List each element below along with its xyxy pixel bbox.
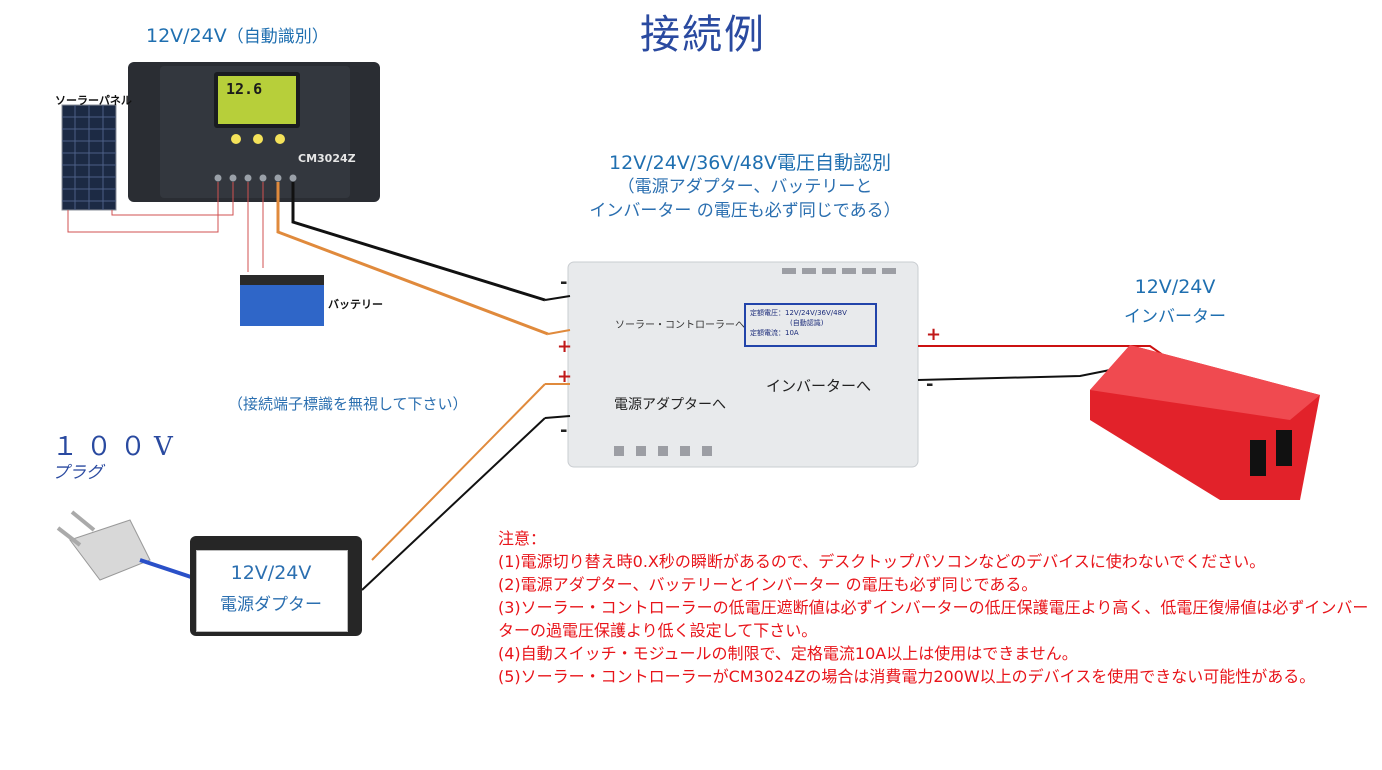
solar-controller <box>128 62 380 202</box>
spec-line: 定額電圧：12V/24V/36V/48V <box>750 309 847 317</box>
controller-auto-label: （自動識別） <box>226 27 329 47</box>
caution-notes: 注意： (1)電源切り替え時0.X秒の瞬断があるので、デスクトップパソコンなどの… <box>498 527 1378 688</box>
note-item: (3)ソーラー・コントローラーの低電圧遮断値は必ずインバーターの低圧保護電圧より… <box>498 598 1369 640</box>
module-note-line: （電源アダプター、バッテリーと <box>617 177 873 197</box>
adapter-label-card <box>196 550 348 632</box>
plug-label: プラグ <box>52 463 103 483</box>
plug-voltage: １００V <box>52 432 181 462</box>
module-inverter-label: インバーターへ <box>766 377 872 395</box>
terminal-plus: + <box>926 324 942 345</box>
solar-panel-label: ソーラーパネル <box>55 94 132 107</box>
controller-voltage: 12V/24V <box>146 25 227 47</box>
controller-voltage-label: 12V/24V（自動識別） <box>146 22 329 47</box>
inverter <box>1090 345 1320 500</box>
adapter-label: 電源ダプター <box>220 595 322 615</box>
module-title: 12V/24V/36V/48V電圧自動認別 <box>609 152 891 174</box>
terminal-minus: - <box>560 272 568 293</box>
note-item: (4)自動スイッチ・モジュールの制限で、定格電流10A以上は使用はできません。 <box>498 644 1078 663</box>
module-spec-box: 定額電圧：12V/24V/36V/48V (自動認識) 定額電流：10A <box>744 303 877 347</box>
terminal-minus: - <box>560 420 568 441</box>
module-note-line: インバーター の電圧も必ず同じである） <box>589 201 901 221</box>
solar-panel <box>61 104 117 211</box>
battery-label: バッテリー <box>328 298 383 311</box>
terminal-minus: - <box>926 374 934 395</box>
module-note: （電源アダプター、バッテリーと インバーター の電圧も必ず同じである） <box>520 175 970 223</box>
module-left-label: ソーラー・コントローラーへ <box>615 320 745 331</box>
auto-switch-module <box>567 261 919 468</box>
inverter-label: インバーター <box>1124 307 1226 327</box>
spec-line: 定額電流：10A <box>750 329 799 337</box>
battery <box>240 275 324 326</box>
ignore-terminal-note: （接続端子標識を無視して下さい） <box>228 395 468 413</box>
note-item: (1)電源切り替え時0.X秒の瞬断があるので、デスクトップパソコンなどのデバイス… <box>498 552 1266 571</box>
page-title: 接続例 <box>640 12 766 58</box>
inverter-voltage: 12V/24V <box>1134 276 1216 298</box>
controller-model: CM3024Z <box>298 152 356 165</box>
adapter-voltage: 12V/24V <box>230 562 312 584</box>
module-adapter-label: 電源アダプターへ <box>614 397 726 413</box>
power-plug <box>56 510 201 582</box>
notes-heading: 注意： <box>498 529 547 548</box>
note-item: (2)電源アダプター、バッテリーとインバーター の電圧も必ず同じである。 <box>498 575 1038 594</box>
terminal-plus: + <box>557 366 573 387</box>
note-item: (5)ソーラー・コントローラーがCM3024Zの場合は消費電力200W以上のデバ… <box>498 667 1316 686</box>
terminal-plus: + <box>557 336 573 357</box>
spec-line: (自動認識) <box>790 319 824 327</box>
lcd-readout: 12.6 <box>226 80 263 98</box>
